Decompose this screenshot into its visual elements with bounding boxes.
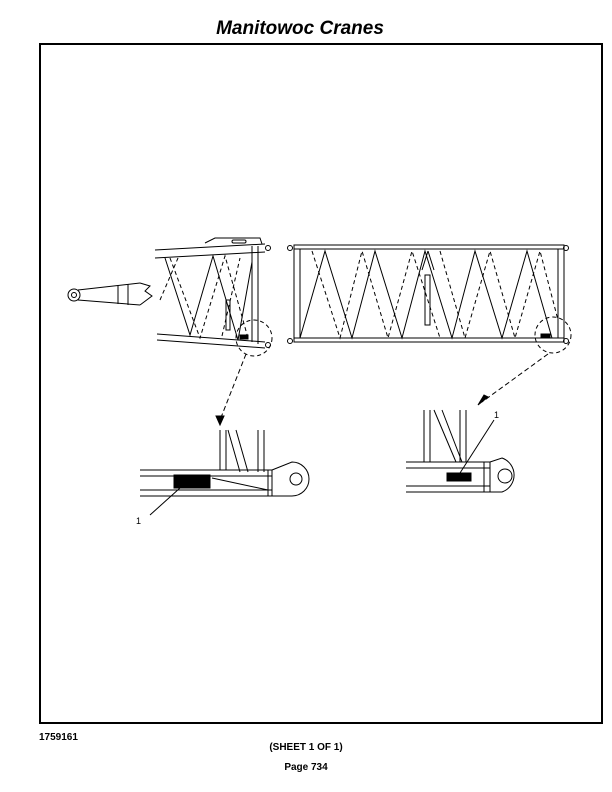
left-detail-view xyxy=(140,429,310,516)
sheet-label: (SHEET 1 OF 1) xyxy=(269,742,343,753)
leader-arrow-left xyxy=(219,353,247,421)
callout-left: 1 xyxy=(136,516,141,526)
drawing-frame xyxy=(39,43,603,724)
page-number: Page 734 xyxy=(284,762,328,773)
detail-circle-right xyxy=(534,316,572,354)
right-detail-view xyxy=(406,409,515,493)
right-boom-section xyxy=(287,244,569,344)
left-boom-section xyxy=(67,237,271,349)
callout-right: 1 xyxy=(494,410,499,420)
drawing-number: 1759161 xyxy=(39,732,78,743)
detail-circle-left xyxy=(235,319,273,357)
page-title: Manitowoc Cranes xyxy=(216,18,384,39)
leader-arrow-right xyxy=(481,353,549,403)
